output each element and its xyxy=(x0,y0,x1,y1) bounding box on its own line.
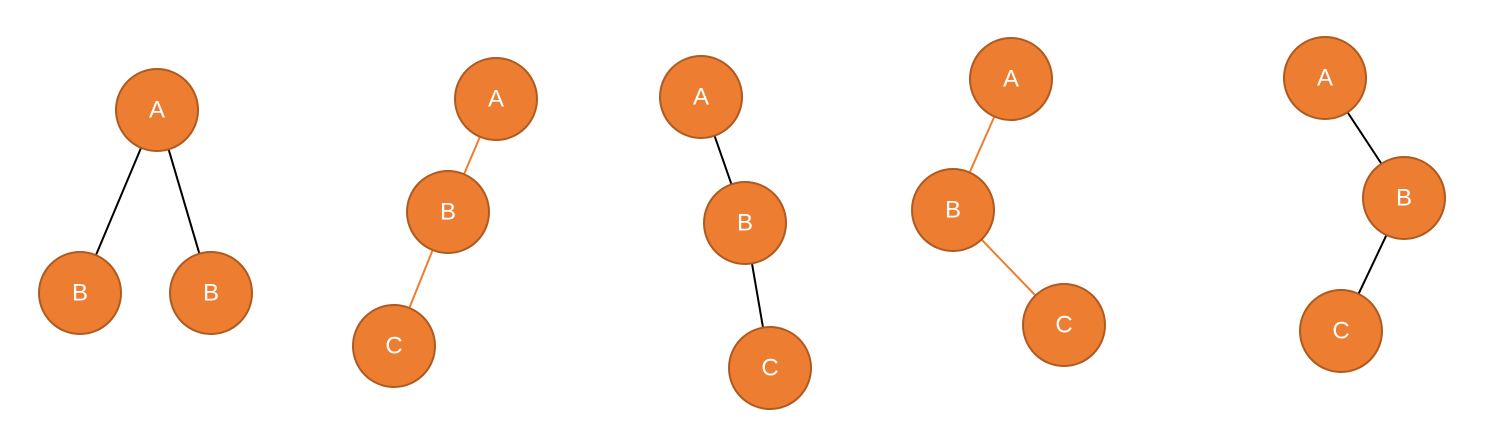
nodes-layer: A B B A B C A B C A B C A B C xyxy=(38,36,1446,410)
tree-5-edge-t5-a-t5-b xyxy=(1346,111,1383,165)
tree-1-node-t1-a: A xyxy=(115,68,199,152)
tree-4-node-t4-b: B xyxy=(911,168,995,252)
node-label: B xyxy=(440,199,456,226)
node-label: C xyxy=(1332,318,1349,345)
tree-2-node-t2-c: C xyxy=(352,304,436,388)
node-label: C xyxy=(761,355,778,382)
node-label: C xyxy=(1055,312,1072,339)
tree-2-node-t2-b: B xyxy=(406,170,490,254)
tree-5-node-t5-c: C xyxy=(1299,289,1383,373)
node-circle xyxy=(1299,289,1383,373)
node-label: A xyxy=(1317,65,1333,92)
node-label: B xyxy=(72,280,88,307)
tree-2-edge-t2-b-t2-c xyxy=(408,249,434,309)
tree-3-edge-t3-a-t3-b xyxy=(713,135,733,185)
node-label: A xyxy=(693,84,709,111)
node-circle xyxy=(38,251,122,335)
node-circle xyxy=(1022,283,1106,367)
tree-4-edge-t4-a-t4-b xyxy=(968,116,996,173)
tree-5-node-t5-a: A xyxy=(1283,36,1367,120)
tree-2-node-t2-a: A xyxy=(454,57,538,141)
node-circle xyxy=(659,55,743,139)
tree-4-node-t4-a: A xyxy=(969,37,1053,121)
node-circle xyxy=(352,304,436,388)
node-circle xyxy=(115,68,199,152)
node-circle xyxy=(969,37,1053,121)
tree-5-node-t5-b: B xyxy=(1362,156,1446,240)
tree-1-node-t1-b-left: B xyxy=(38,251,122,335)
node-label: B xyxy=(737,210,753,237)
node-circle xyxy=(1283,36,1367,120)
tree-3-node-t3-c: C xyxy=(728,326,812,410)
edges-layer xyxy=(94,111,1388,328)
node-circle xyxy=(728,326,812,410)
node-label: B xyxy=(1396,185,1412,212)
tree-1-node-t1-b-right: B xyxy=(169,251,253,335)
tree-5-edge-t5-b-t5-c xyxy=(1357,234,1388,295)
tree-3-node-t3-b: B xyxy=(703,181,787,265)
node-label: A xyxy=(488,86,504,113)
tree-2-edge-t2-a-t2-b xyxy=(463,136,481,175)
tree-1-edge-t1-a-t1-b-right xyxy=(167,149,201,254)
node-label: C xyxy=(385,333,402,360)
node-circle xyxy=(454,57,538,141)
tree-3-node-t3-a: A xyxy=(659,55,743,139)
node-circle xyxy=(406,170,490,254)
tree-4-edge-t4-b-t4-c xyxy=(980,238,1037,297)
node-label: A xyxy=(1003,66,1019,93)
node-circle xyxy=(169,251,253,335)
node-circle xyxy=(703,181,787,265)
tree-4-node-t4-c: C xyxy=(1022,283,1106,367)
node-circle xyxy=(911,168,995,252)
node-label: A xyxy=(149,97,165,124)
tree-1-edge-t1-a-t1-b-left xyxy=(94,147,143,256)
node-circle xyxy=(1362,156,1446,240)
tree-3-edge-t3-b-t3-c xyxy=(750,263,765,328)
node-label: B xyxy=(203,280,219,307)
node-label: B xyxy=(945,197,961,224)
